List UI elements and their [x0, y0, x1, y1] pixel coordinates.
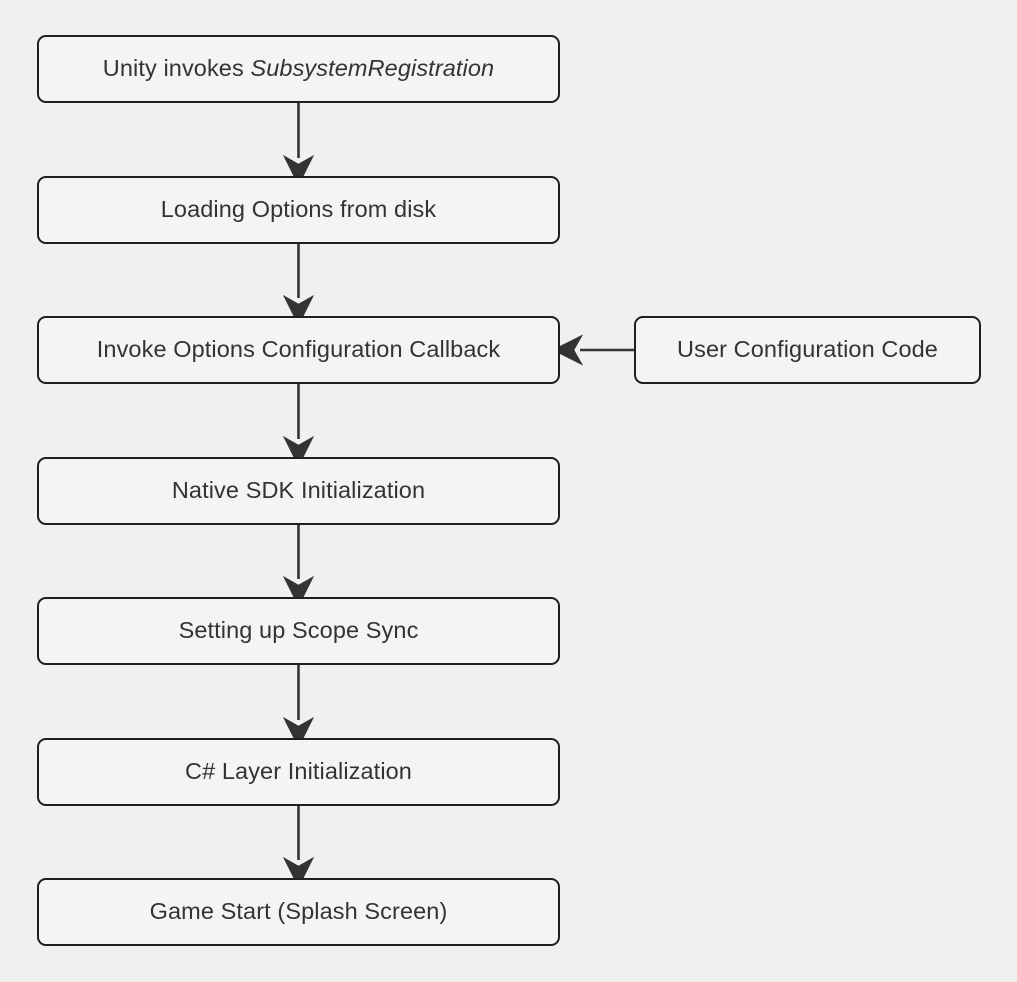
node-user-configuration-code[interactable]: User Configuration Code	[634, 316, 981, 384]
node-label: Invoke Options Configuration Callback	[96, 336, 501, 363]
node-native-sdk-initialization[interactable]: Native SDK Initialization	[37, 457, 560, 525]
node-label: Native SDK Initialization	[171, 477, 426, 504]
node-label: Unity invokes SubsystemRegistration	[102, 55, 495, 82]
node-loading-options-from-disk[interactable]: Loading Options from disk	[37, 176, 560, 244]
node-label: Setting up Scope Sync	[178, 617, 419, 644]
node-label: Loading Options from disk	[160, 196, 437, 223]
node-label: Game Start (Splash Screen)	[149, 898, 448, 925]
node-setting-up-scope-sync[interactable]: Setting up Scope Sync	[37, 597, 560, 665]
node-invoke-options-configuration-callback[interactable]: Invoke Options Configuration Callback	[37, 316, 560, 384]
node-label-prefix: Unity invokes	[102, 55, 251, 82]
node-csharp-layer-initialization[interactable]: C# Layer Initialization	[37, 738, 560, 806]
node-game-start-splash-screen[interactable]: Game Start (Splash Screen)	[37, 878, 560, 946]
node-label-emphasis: SubsystemRegistration	[250, 55, 495, 82]
node-label: User Configuration Code	[677, 336, 938, 363]
node-label: C# Layer Initialization	[185, 758, 412, 785]
node-unity-invokes-subsystemregistration[interactable]: Unity invokes SubsystemRegistration	[37, 35, 560, 103]
